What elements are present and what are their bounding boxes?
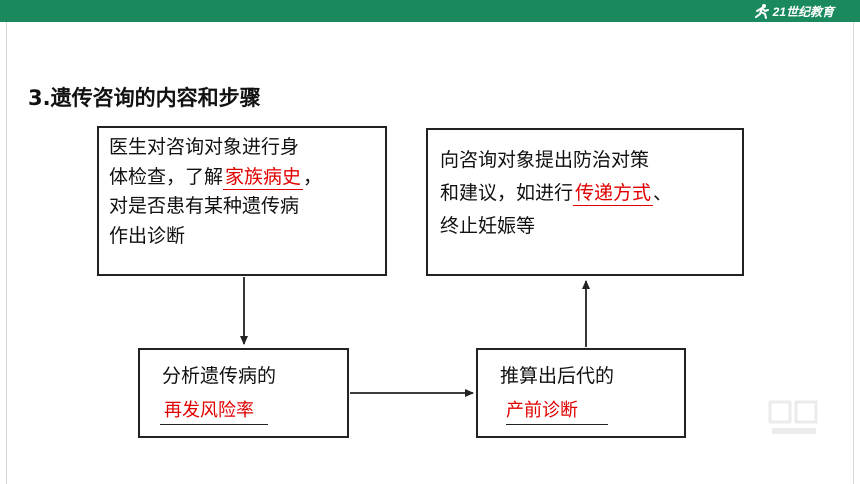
- box-line: 向咨询对象提出防治对策: [440, 149, 650, 171]
- step-advice-box: 向咨询对象提出防治对策 和建议，如进行传递方式、 终止妊娠等: [426, 128, 744, 276]
- box-line-text: 和建议，如进行: [440, 182, 574, 204]
- punctuation: ，: [303, 165, 323, 188]
- watermark-logo: [768, 398, 820, 438]
- slide-frame-left: [6, 22, 7, 484]
- box-line: 对是否患有某种遗传病: [109, 195, 300, 217]
- punctuation: 、: [653, 182, 673, 204]
- answer-transmission-mode: 传递方式: [573, 182, 654, 206]
- runner-icon: [754, 4, 769, 19]
- top-banner: 21世纪教育: [0, 0, 860, 22]
- box-line: 体检查，了解家族病史，: [109, 163, 377, 193]
- slide-frame-right: [853, 22, 854, 484]
- box-line: 终止妊娠等: [440, 215, 536, 237]
- watermark-icon: [768, 400, 818, 434]
- box-line: 医生对咨询对象进行身: [109, 136, 300, 158]
- box-line: 和建议，如进行传递方式、: [440, 177, 732, 210]
- step-calculation-box: 推算出后代的 产前诊断: [476, 348, 686, 438]
- box-line: 作出诊断: [109, 224, 186, 247]
- answer-underline: [160, 424, 268, 425]
- box-line: 分析遗传病的: [162, 365, 277, 387]
- logo-text: 21世纪教育: [772, 4, 834, 19]
- step-analysis-box: 分析遗传病的 再发风险率: [138, 348, 349, 438]
- step-diagnosis-box: 医生对咨询对象进行身 体检查，了解家族病史， 对是否患有某种遗传病 作出诊断: [97, 126, 387, 276]
- box-line-text: 体检查，了解: [109, 165, 224, 188]
- page-title: 3.遗传咨询的内容和步骤: [28, 86, 261, 110]
- answer-prenatal-diagnosis: 产前诊断: [506, 400, 578, 421]
- site-logo: 21世纪教育: [754, 3, 834, 19]
- answer-underline: [506, 424, 608, 425]
- answer-recurrence-risk: 再发风险率: [164, 400, 254, 421]
- box-line: 推算出后代的: [500, 365, 615, 387]
- answer-family-history: 家族病史: [223, 165, 304, 190]
